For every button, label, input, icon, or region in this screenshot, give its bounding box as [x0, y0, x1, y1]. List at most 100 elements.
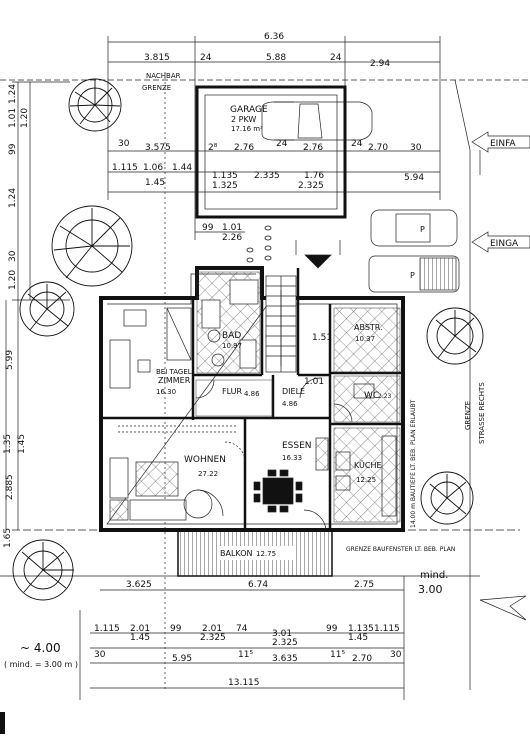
- essen-label: ESSEN: [282, 441, 312, 451]
- tree-5: [420, 471, 474, 525]
- dim-r3-176: 1.76: [304, 171, 324, 181]
- dim-r2-24b: 24: [351, 139, 363, 149]
- interior-walls: [101, 268, 403, 530]
- dim-left-124b: 1.24: [8, 188, 18, 208]
- abstr-label: ABSTR.: [354, 323, 383, 332]
- dim-b3-115b: 11⁵: [330, 650, 345, 660]
- dimension-lines-left: [5, 81, 70, 530]
- staircase: [265, 275, 297, 373]
- dim-r3-1325: 1.325: [212, 181, 238, 191]
- dim-top-24a: 24: [200, 53, 212, 63]
- wc-label: WC: [364, 391, 379, 401]
- entrance-arrows: [295, 131, 530, 269]
- bad-label: BAD: [222, 331, 241, 341]
- dim-left-99: 99: [8, 143, 18, 155]
- dim-b3-30b: 30: [390, 650, 402, 660]
- tree-6: [12, 539, 74, 601]
- nachbar-label-2: GRENZE: [142, 84, 171, 92]
- kueche-area: 12.25: [356, 476, 376, 484]
- dim-r2-30b: 30: [410, 143, 422, 153]
- dim-r3-144: 1.44: [172, 163, 192, 173]
- dim-b1-275: 2.75: [354, 580, 374, 590]
- dim-r4-226: 2.26: [222, 233, 242, 243]
- dim-b2-145: 1.45: [130, 633, 150, 643]
- door-swings: [195, 377, 353, 531]
- dim-b1-3625: 3.625: [126, 580, 152, 590]
- dim-left-599: 5.99: [5, 350, 15, 370]
- essen-area: 16.33: [282, 454, 302, 462]
- flur-label: FLUR: [222, 387, 243, 396]
- tree-1: [68, 78, 122, 132]
- dim-top-294: 2.94: [370, 59, 390, 69]
- mind-label: mind.: [420, 570, 448, 581]
- garage-sub1: 2 PKW: [231, 115, 256, 124]
- dimension-text-left: 1.24 1.01 1.20 99 1.24 30 1.20 5.99 1.35…: [3, 84, 30, 548]
- wc-area: 2.23: [378, 393, 392, 400]
- dim-r2-276a: 2.76: [234, 143, 254, 153]
- dim-left-101: 1.01: [8, 108, 18, 128]
- diele-area: 4.86: [282, 400, 298, 408]
- dim-r3-2335: 2.335: [254, 171, 280, 181]
- grenze-strasse-2: STRASSE RECHTS: [478, 382, 486, 444]
- diele-label: DIELE: [282, 387, 305, 396]
- einfahrt-label: EINFA: [490, 139, 516, 149]
- dim-r3-1115: 1.115: [112, 163, 138, 173]
- garage: [195, 85, 373, 219]
- balkon-area: 12.75: [256, 550, 276, 558]
- dim-b2-74: 74: [236, 624, 248, 634]
- dim-b2-1135: 1.135: [348, 624, 374, 634]
- dimension-text-bottom: 3.625 6.74 2.75 1.115 2.01 99 2.01 74 3.…: [94, 580, 402, 688]
- beitage-area: 16.30: [156, 388, 176, 396]
- beitage-label-1: BEI TAGEL: [156, 368, 192, 376]
- dim-top-total: 6.36: [264, 32, 284, 42]
- nachbar-label-1: NACHBAR: [146, 72, 181, 80]
- wohnen-label: WOHNEN: [184, 455, 226, 465]
- dim-left-120b: 1.20: [8, 270, 18, 290]
- dim-top-left: 3.815: [144, 53, 170, 63]
- kitchen-fixtures: [335, 383, 397, 517]
- car-p-2: P: [410, 271, 415, 280]
- dim-b2-145b: 1.45: [348, 633, 368, 643]
- tree-symbols: [12, 78, 484, 601]
- dim-flur-151: 1.51: [312, 333, 332, 343]
- dim-r3-2325: 2.325: [298, 181, 324, 191]
- room-labels: GARAGE 2 PKW 17.16 m² BAD 10.97 ABSTR. 1…: [156, 105, 392, 558]
- dim-b3-595: 5.95: [172, 654, 192, 664]
- dim-left-165: 1.65: [3, 528, 13, 548]
- dim-b1-674: 6.74: [248, 580, 268, 590]
- parked-car-1: [370, 209, 458, 247]
- dim-b2-1115: 1.115: [94, 624, 120, 634]
- dim-r2-276b: 2.76: [303, 143, 323, 153]
- dim-b3-3635: 3.635: [272, 654, 298, 664]
- dim-r2-270: 2.70: [368, 143, 388, 153]
- tree-4: [426, 307, 484, 365]
- site-labels: NACHBAR GRENZE EINFA EINGA GRENZE STRASS…: [4, 72, 519, 669]
- bedroom-furniture: [109, 307, 192, 389]
- dim-b2-2325b: 2.325: [272, 638, 298, 648]
- dim-r4-101: 1.01: [222, 223, 242, 233]
- dining-table: [253, 437, 329, 513]
- eingang-label: EINGA: [490, 239, 519, 249]
- bad-area: 10.97: [222, 342, 242, 350]
- dim-left-124a: 1.24: [8, 84, 18, 104]
- garage-sub2: 17.16 m²: [231, 125, 263, 133]
- dim-left-30: 30: [8, 250, 18, 262]
- wohnen-area: 27.22: [198, 470, 218, 478]
- dim-b2-301: 3.01: [272, 629, 292, 639]
- north-arrow: [479, 595, 527, 621]
- dim-top-588: 5.88: [266, 53, 286, 63]
- dim-b3-115: 11⁵: [238, 650, 253, 660]
- living-furniture: [109, 425, 236, 521]
- abstr-area: 10.37: [355, 335, 375, 343]
- dim-flur-101: 1.01: [304, 377, 324, 387]
- dimension-text-top: 6.36 3.815 24 5.88 24 2.94 30 3.575 2⁸ 2…: [112, 32, 424, 387]
- approx-4-label: ~ 4.00: [20, 641, 61, 655]
- garden-path: [246, 225, 272, 263]
- bautiefe-label: 14.00 m BAUTIEFE LT. BEB. PLAN ERLAUBT: [410, 399, 417, 528]
- dim-b3-30: 30: [94, 650, 106, 660]
- mind-value: 3.00: [418, 583, 443, 596]
- tree-2: [51, 205, 133, 287]
- dim-r4-99: 99: [202, 223, 214, 233]
- dim-r2-28: 2⁸: [208, 143, 218, 153]
